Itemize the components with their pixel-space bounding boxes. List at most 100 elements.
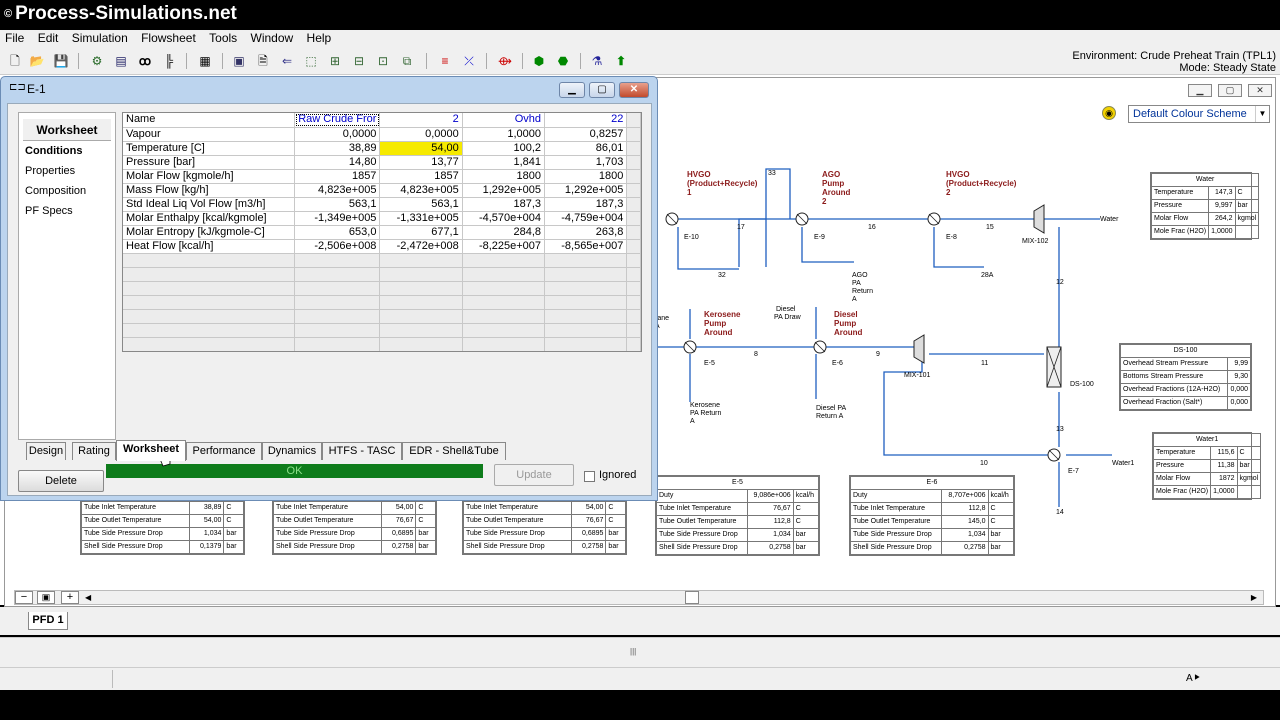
cell[interactable]: -8,225e+007 xyxy=(462,239,546,254)
cell[interactable]: 1,841 xyxy=(462,155,546,170)
cell-highlighted[interactable]: 54,00 xyxy=(379,141,463,156)
route-icon[interactable]: ⧉ xyxy=(402,54,412,68)
distribute-icon[interactable]: ⊟ xyxy=(353,54,365,68)
cell[interactable]: 1857 xyxy=(294,169,381,184)
zoom-fit-icon[interactable]: ▣ xyxy=(37,591,55,604)
menu-help[interactable]: Help xyxy=(306,31,332,45)
colour-scheme-select[interactable]: Default Colour Scheme▼ xyxy=(1128,105,1270,123)
menu-flowsheet[interactable]: Flowsheet xyxy=(141,31,196,45)
cell[interactable]: -1,349e+005 xyxy=(294,211,381,226)
colour-scheme-icon[interactable]: ◉ xyxy=(1102,106,1116,120)
case-study-icon[interactable]: ⟴ xyxy=(498,54,512,68)
cell[interactable]: -4,570e+004 xyxy=(462,211,546,226)
cell[interactable]: 677,1 xyxy=(379,225,463,240)
tab-design[interactable]: Design xyxy=(26,442,66,460)
cell[interactable]: 1,292e+005 xyxy=(462,183,546,198)
document-icon[interactable]: 🗎 xyxy=(258,54,268,68)
scroll-right-icon[interactable]: ▶ xyxy=(1250,593,1257,602)
cell[interactable]: 86,01 xyxy=(544,141,628,156)
tab-rating[interactable]: Rating xyxy=(72,442,116,460)
grid-header-col3[interactable]: Ovhd xyxy=(462,113,546,128)
menu-file[interactable]: File xyxy=(5,31,25,45)
tab-dynamics[interactable]: Dynamics xyxy=(262,442,322,460)
pfd-minimize-button[interactable]: ▁ xyxy=(1188,84,1212,97)
horizontal-scrollbar[interactable]: − ▣ + ◀ ▶ xyxy=(14,590,1264,605)
nav-properties[interactable]: Properties xyxy=(25,165,76,177)
grid-header-col2[interactable]: 2 xyxy=(379,113,463,128)
menu-simulation[interactable]: Simulation xyxy=(71,31,128,45)
delete-button[interactable]: Delete xyxy=(18,470,104,492)
picture-icon[interactable]: ▣ xyxy=(233,54,245,68)
flowsheet-icon[interactable]: ⚙ xyxy=(91,54,103,68)
tab-worksheet[interactable]: Worksheet xyxy=(116,440,186,461)
nav-composition[interactable]: Composition xyxy=(25,185,87,197)
tab-edr-shell-tube[interactable]: EDR - Shell&Tube xyxy=(402,442,506,460)
cell[interactable]: 0,0000 xyxy=(294,127,381,142)
cell[interactable]: 4,823e+005 xyxy=(294,183,381,198)
update-button[interactable]: Update xyxy=(494,464,574,486)
grid-icon[interactable]: ▦ xyxy=(199,54,211,68)
cell[interactable]: 100,2 xyxy=(462,141,546,156)
pfd-canvas[interactable]: HVGO (Product+Recycle) 1 AGO Pump Around… xyxy=(4,77,1276,589)
pfd-maximize-button[interactable]: ▢ xyxy=(1218,84,1242,97)
scroll-thumb[interactable] xyxy=(685,591,699,604)
cell[interactable]: -2,506e+008 xyxy=(294,239,381,254)
window-maximize-button[interactable]: ▢ xyxy=(589,82,615,98)
flask-icon[interactable]: ⚗ xyxy=(591,54,603,68)
zoom-in-button[interactable]: + xyxy=(61,591,79,604)
cell[interactable]: 1800 xyxy=(462,169,546,184)
cell[interactable]: 563,1 xyxy=(379,197,463,212)
tree-icon[interactable]: ╠ xyxy=(164,54,174,68)
new-file-icon[interactable]: 🗋 xyxy=(10,54,20,68)
cell[interactable]: 187,3 xyxy=(462,197,546,212)
cell[interactable]: 1,292e+005 xyxy=(544,183,628,198)
nav-conditions[interactable]: Conditions xyxy=(25,145,83,157)
tab-performance[interactable]: Performance xyxy=(186,442,262,460)
cell[interactable]: 1857 xyxy=(379,169,463,184)
lines-icon[interactable]: ≡ xyxy=(441,54,449,68)
cross-stream-icon[interactable]: ⤫ xyxy=(464,54,474,68)
workbook-icon[interactable]: ▤ xyxy=(115,54,127,68)
nav-pf-specs[interactable]: PF Specs xyxy=(25,205,73,217)
cell[interactable]: 0,0000 xyxy=(379,127,463,142)
cell[interactable]: 1,0000 xyxy=(462,127,546,142)
solver-hold-icon[interactable]: ⬣ xyxy=(557,54,569,68)
select-icon[interactable]: ⬚ xyxy=(305,54,317,68)
grid-header-col1[interactable]: Raw Crude Fror xyxy=(294,113,381,128)
window-minimize-button[interactable]: ▁ xyxy=(559,82,585,98)
cell[interactable]: 187,3 xyxy=(544,197,628,212)
cell[interactable]: 1,703 xyxy=(544,155,628,170)
menu-edit[interactable]: Edit xyxy=(37,31,59,45)
solver-status-icon[interactable]: A⯈ xyxy=(1186,673,1201,684)
cell[interactable]: -1,331e+005 xyxy=(379,211,463,226)
menu-tools[interactable]: Tools xyxy=(209,31,238,45)
binoculars-icon[interactable]: ꝏ xyxy=(138,54,152,68)
zoom-out-button[interactable]: − xyxy=(15,591,33,604)
open-folder-icon[interactable]: 📂 xyxy=(29,54,45,68)
tab-pfd1[interactable]: PFD 1 xyxy=(28,612,68,630)
grid-header-col4[interactable]: 22 xyxy=(544,113,628,128)
cell[interactable]: -2,472e+008 xyxy=(379,239,463,254)
cell[interactable]: 0,8257 xyxy=(544,127,628,142)
save-icon[interactable]: 💾 xyxy=(53,54,69,68)
solver-active-icon[interactable]: ⬢ xyxy=(533,54,545,68)
arrow-up-icon[interactable]: ⬆ xyxy=(615,54,627,68)
cell[interactable]: 1800 xyxy=(544,169,628,184)
pfd-close-button[interactable]: ✕ xyxy=(1248,84,1272,97)
cell[interactable]: 284,8 xyxy=(462,225,546,240)
window-close-button[interactable]: ✕ xyxy=(619,82,649,98)
align-icon[interactable]: ⊞ xyxy=(329,54,341,68)
cell[interactable]: 14,80 xyxy=(294,155,381,170)
scroll-left-icon[interactable]: ◀ xyxy=(85,593,92,602)
tab-htfs-tasc[interactable]: HTFS - TASC xyxy=(322,442,402,460)
cell[interactable]: 263,8 xyxy=(544,225,628,240)
cell[interactable]: -8,565e+007 xyxy=(544,239,628,254)
